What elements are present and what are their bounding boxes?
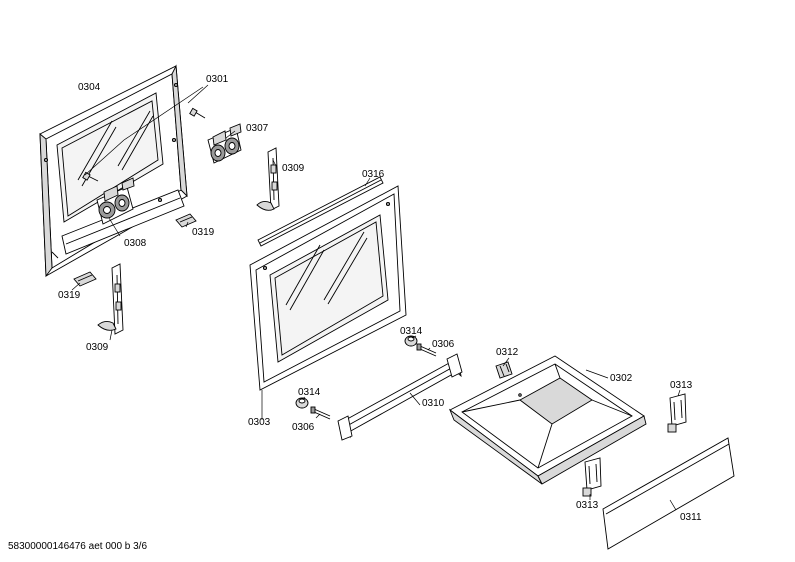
label-0304: 0304 — [78, 82, 101, 93]
hinge-0309-lower — [97, 263, 124, 335]
leader-lines — [71, 84, 681, 511]
label-0313-upper: 0313 — [670, 380, 693, 391]
label-0306-lower: 0306 — [292, 422, 315, 433]
pin-0306-upper — [416, 343, 437, 357]
screw-0301 — [189, 107, 206, 119]
door-seal-strip-0316 — [257, 176, 384, 247]
baking-tray-0302 — [448, 355, 647, 485]
label-0301: 0301 — [206, 74, 229, 85]
clip-0319-upper — [175, 213, 197, 228]
label-0314-upper: 0314 — [400, 326, 423, 337]
document-id: 58300000146476 aet 000 b 3/6 — [8, 541, 148, 552]
hinge-bracket-0308 — [96, 177, 135, 225]
clip-0319-lower — [73, 271, 97, 287]
label-0316: 0316 — [362, 169, 385, 180]
label-0311: 0311 — [680, 512, 702, 523]
label-0306-upper: 0306 — [432, 339, 455, 350]
label-0309-lower: 0309 — [86, 342, 109, 353]
door-handle-0310 — [337, 353, 463, 441]
label-0310: 0310 — [422, 398, 445, 409]
label-0302: 0302 — [610, 373, 633, 384]
label-0319-lower: 0319 — [58, 290, 81, 301]
label-0312: 0312 — [496, 347, 519, 358]
label-0309-upper: 0309 — [282, 163, 305, 174]
support-0312 — [495, 361, 513, 379]
label-0314-lower: 0314 — [298, 387, 321, 398]
hinge-bracket-0307 — [207, 123, 242, 164]
pin-0306-lower — [310, 406, 331, 420]
drawer-front-0311 — [602, 437, 735, 550]
clip-0313-lower — [582, 457, 602, 497]
label-0307: 0307 — [246, 123, 269, 134]
hinge-0309-upper — [256, 147, 280, 211]
screw-lower — [82, 171, 99, 182]
label-0303: 0303 — [248, 417, 271, 428]
clip-0313-upper — [667, 393, 687, 433]
outer-door-panel-0303 — [249, 185, 407, 391]
label-0319-upper: 0319 — [192, 227, 215, 238]
part-labels: 0304 0301 0307 0309 0316 0308 0319 0319 … — [58, 74, 702, 523]
knob-0314-upper — [404, 335, 418, 347]
knob-0314-lower — [295, 397, 309, 409]
label-0313-lower: 0313 — [576, 500, 599, 511]
inner-door-frame — [39, 64, 188, 278]
label-0308: 0308 — [124, 238, 147, 249]
